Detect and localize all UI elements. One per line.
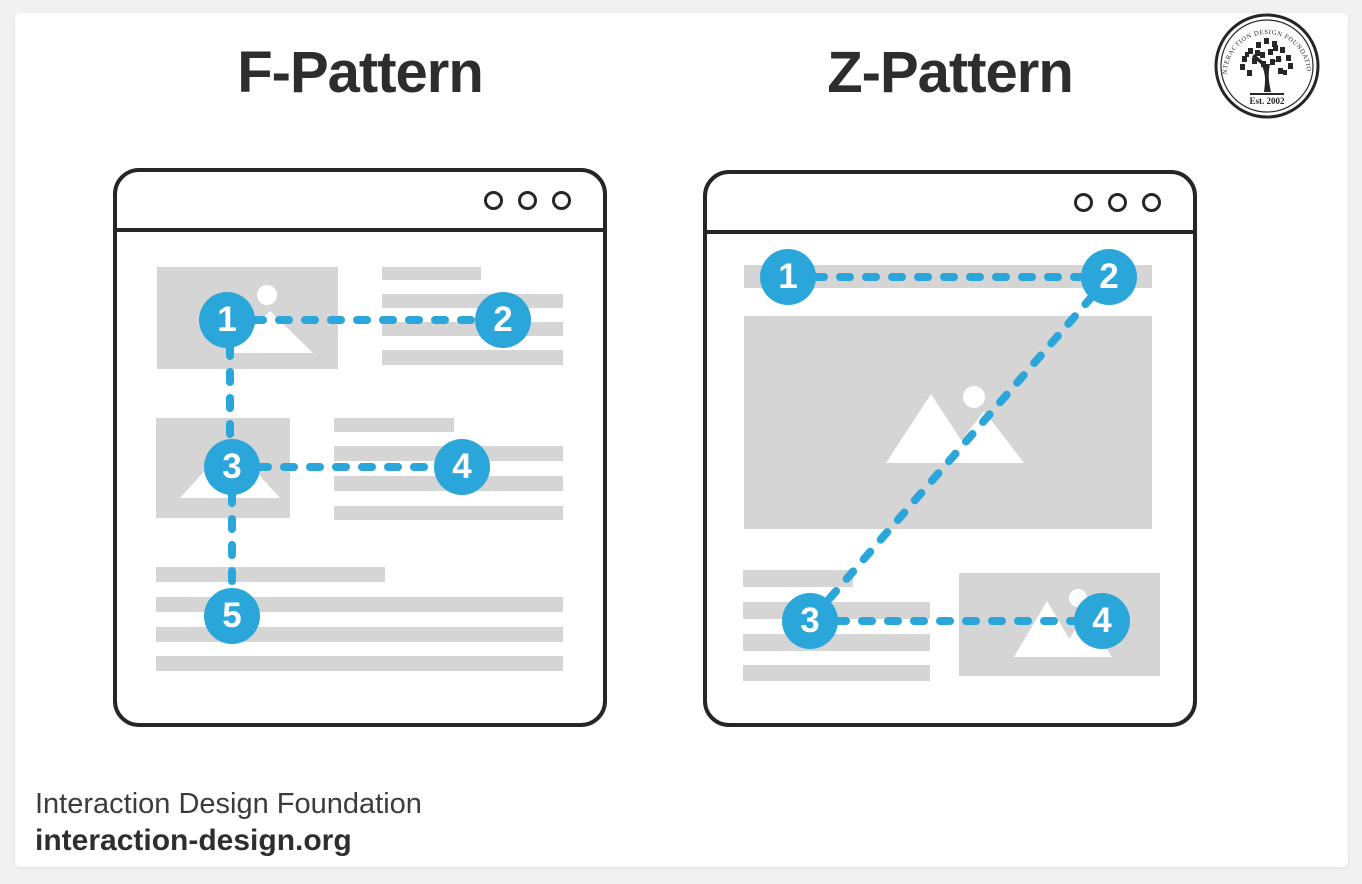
scan-step-badge-f-2: 2 [475,292,531,348]
text-line-placeholder [334,418,454,432]
idf-logo: INTERACTION DESIGN FOUNDATION Est. 2002 [1214,13,1320,119]
text-line-placeholder [382,294,563,308]
hero-image-placeholder [744,316,1152,529]
z-pattern-title: Z-Pattern [827,40,1074,105]
window-control-dot [1142,192,1161,212]
text-line-placeholder [382,322,563,336]
text-line-placeholder [743,665,930,681]
window-control-dot [518,190,537,210]
scan-step-badge-z-2: 2 [1081,249,1137,305]
logo-established-text: Est. 2002 [1249,96,1285,106]
thumbnail-image-placeholder [959,573,1160,676]
text-line-placeholder [156,627,563,642]
window-control-dot [1108,192,1127,212]
scan-step-badge-f-5: 5 [204,588,260,644]
text-line-placeholder [156,567,385,582]
window-titlebar [117,172,603,232]
text-line-placeholder [382,267,481,280]
scan-step-badge-f-3: 3 [204,439,260,495]
scan-step-badge-z-4: 4 [1074,593,1130,649]
window-control-dot [1074,192,1093,212]
scan-step-badge-f-4: 4 [434,439,490,495]
scan-step-badge-z-1: 1 [760,249,816,305]
window-control-dot [484,190,503,210]
f-pattern-title: F-Pattern [237,40,484,105]
footer-org-name: Interaction Design Foundation [35,788,422,820]
scan-step-badge-f-1: 1 [199,292,255,348]
text-line-placeholder [334,506,563,520]
window-titlebar [707,174,1193,234]
footer-website: interaction-design.org [35,824,352,857]
text-line-placeholder [382,350,563,365]
text-line-placeholder [743,634,930,651]
scan-step-badge-z-3: 3 [782,593,838,649]
text-line-placeholder [743,570,853,587]
text-line-placeholder [156,656,563,671]
window-control-dot [552,190,571,210]
tree-icon [1240,38,1293,95]
